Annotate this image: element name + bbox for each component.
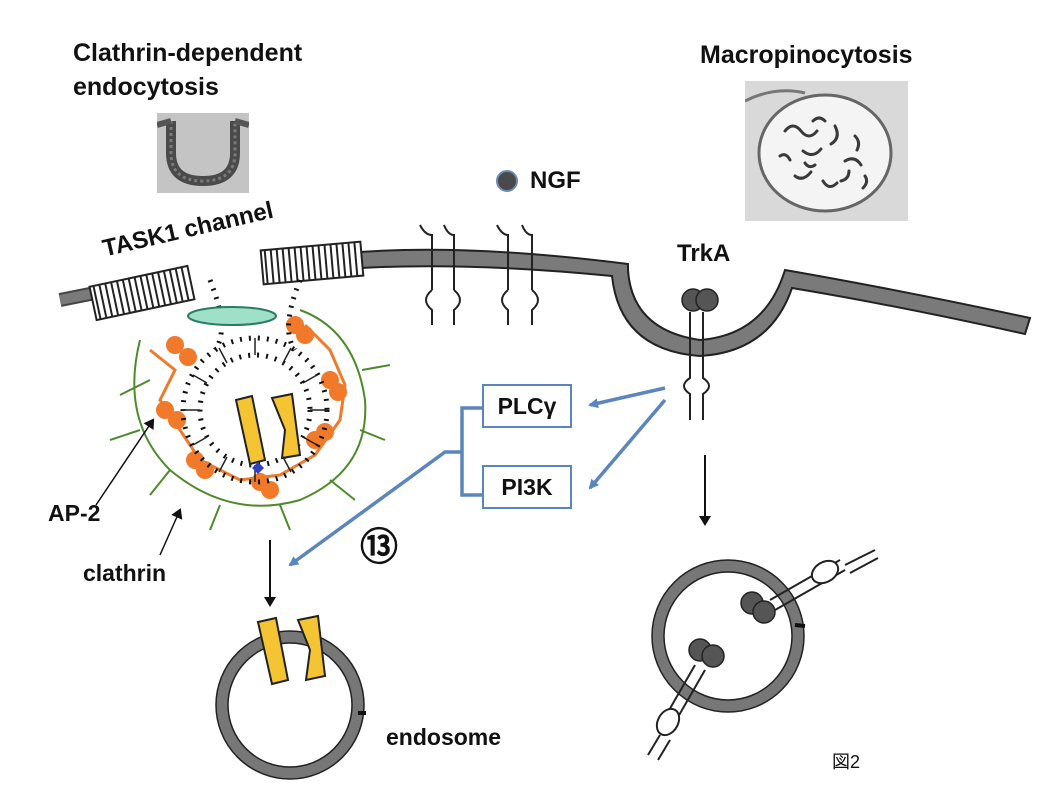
pi3k-box: PI3K bbox=[482, 465, 572, 509]
clathrin-label: clathrin bbox=[83, 560, 167, 586]
clathrin-endocytosis-title-line2: endocytosis bbox=[73, 73, 219, 101]
arrow-trka-pi3k bbox=[588, 398, 667, 490]
endosome-label: endosome bbox=[386, 724, 502, 750]
figure-number: 図2 bbox=[832, 752, 861, 772]
arrow-trka-plc bbox=[588, 386, 666, 409]
clathrin-endocytosis-title-line1: Clathrin-dependent bbox=[73, 39, 303, 67]
lipid-bilayer-left bbox=[88, 240, 365, 322]
trka-label: TrkA bbox=[677, 240, 731, 267]
plc-gamma-box: PLCγ bbox=[482, 384, 572, 428]
endosome-left bbox=[215, 614, 366, 780]
task1-ring bbox=[187, 306, 277, 326]
macropinosome-micrograph bbox=[745, 81, 908, 221]
clathrin-pointer bbox=[159, 508, 183, 556]
arrow-to-endosome bbox=[290, 406, 482, 565]
macropinocytosis-title: Macropinocytosis bbox=[700, 41, 913, 69]
task1-channel-in-pit bbox=[234, 392, 302, 466]
macropinosome-right bbox=[647, 549, 879, 761]
trka-receptor-pit bbox=[681, 288, 719, 420]
plasma-membrane bbox=[58, 248, 1032, 358]
step-13-marker: ⑬ bbox=[360, 527, 399, 569]
clathrin-coat bbox=[109, 309, 391, 531]
ap2-pointer bbox=[95, 418, 155, 506]
budding-vesicle bbox=[180, 279, 330, 485]
ngf-ligand-icon bbox=[496, 170, 518, 192]
clathrin-pit-micrograph bbox=[157, 113, 249, 193]
ap2-label: AP-2 bbox=[48, 500, 101, 526]
phosphate-dot bbox=[252, 462, 264, 474]
ngf-label: NGF bbox=[530, 167, 581, 194]
trka-receptors-surface bbox=[419, 224, 539, 325]
